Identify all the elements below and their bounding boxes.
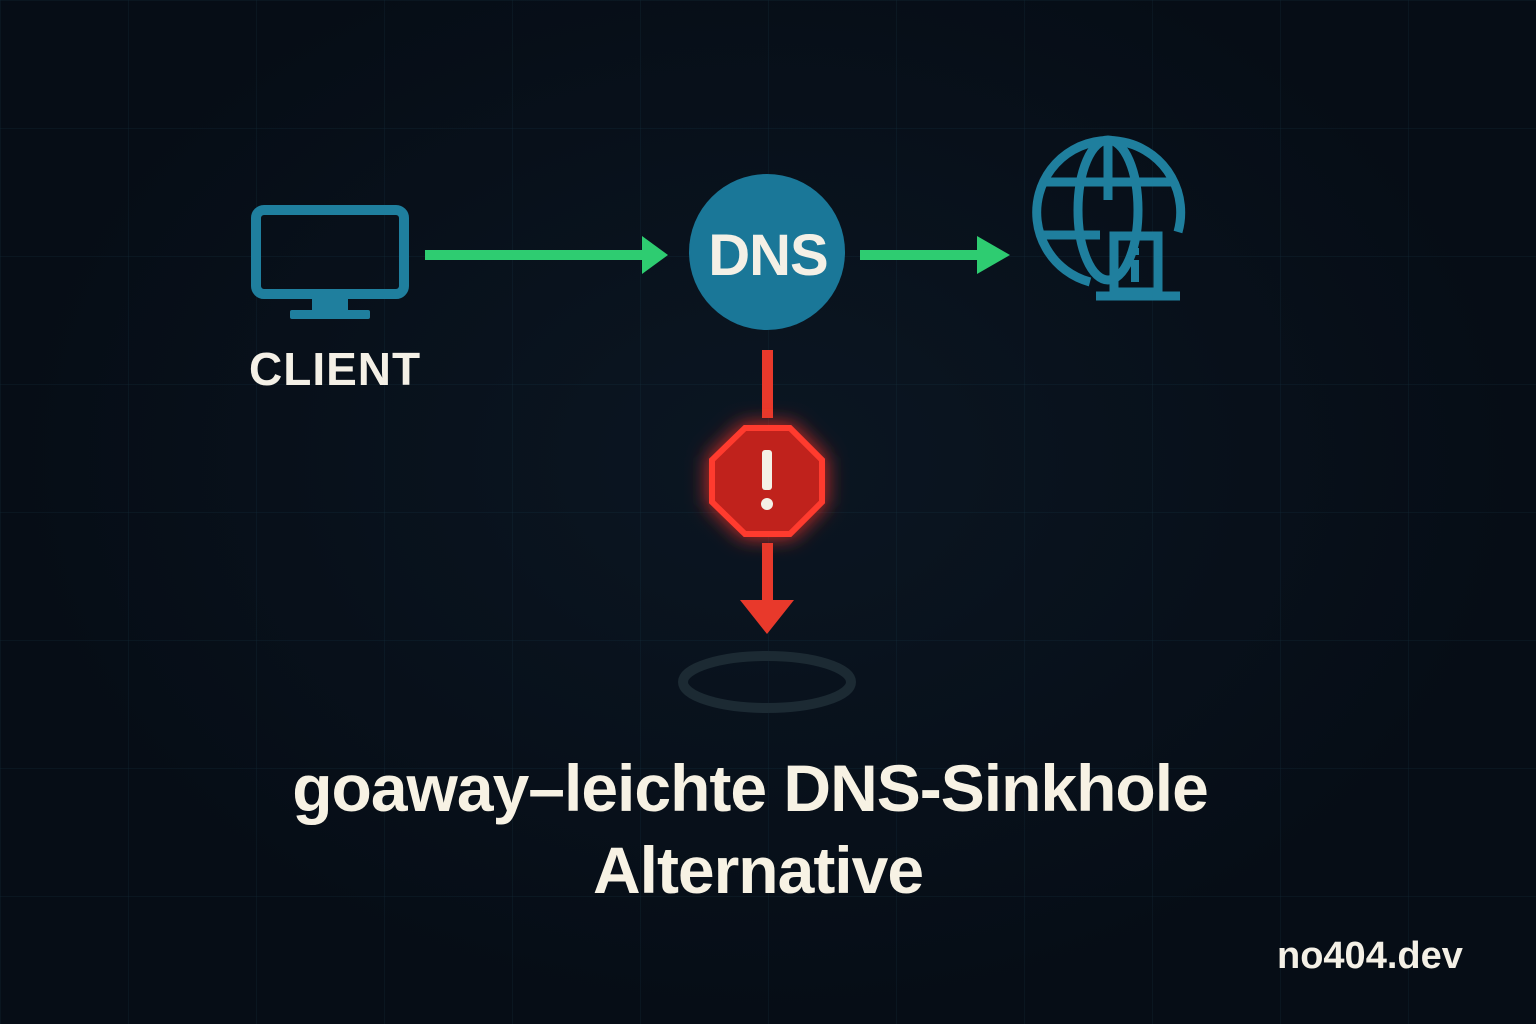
globe-lock-icon xyxy=(1032,135,1186,301)
arrow-dns-to-internet xyxy=(860,236,1010,274)
title-line-2: Alternative xyxy=(592,833,924,907)
blocked-line-top xyxy=(762,350,773,418)
arrow-client-to-dns xyxy=(425,236,668,274)
dns-server-node xyxy=(689,174,845,330)
warning-stop-icon xyxy=(709,425,825,537)
brand-watermark: no404.dev xyxy=(1277,935,1463,977)
monitor-icon xyxy=(251,205,409,319)
sinkhole-icon xyxy=(678,651,856,713)
dns-label: DNS xyxy=(708,223,828,288)
title-line-1: goaway–leichte DNS-Sinkhole xyxy=(292,751,1209,825)
arrow-to-sinkhole xyxy=(740,543,794,634)
client-label: CLIENT xyxy=(249,343,422,395)
